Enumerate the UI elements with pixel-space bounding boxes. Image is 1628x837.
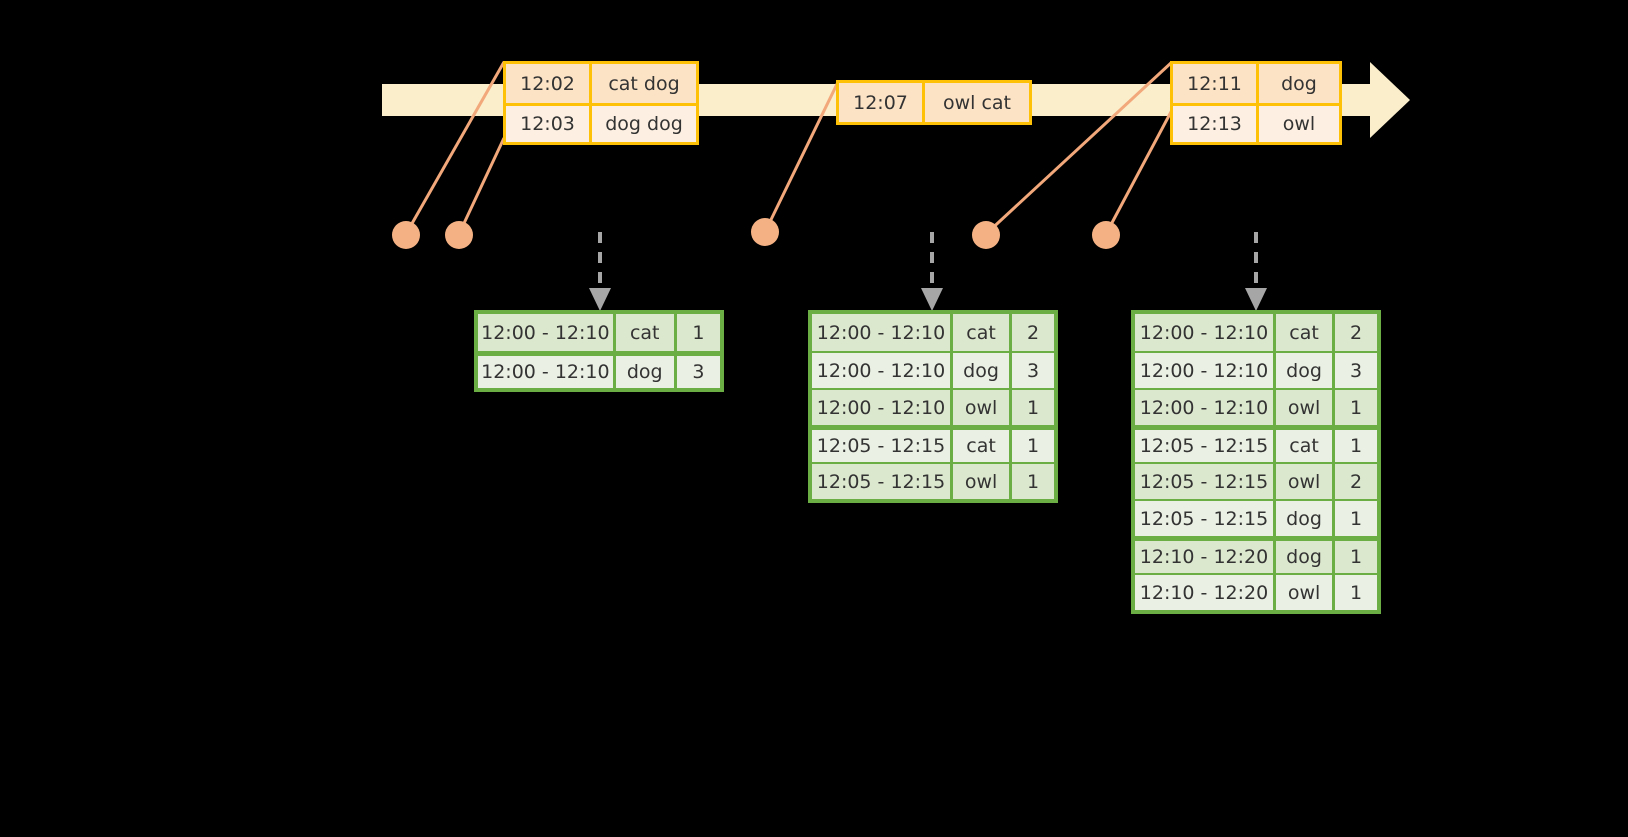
cell-word: dog	[616, 356, 677, 388]
table-row[interactable]: 12:00 - 12:10 owl 1	[1135, 388, 1377, 425]
table-row[interactable]: 12:00 - 12:10 dog 3	[812, 351, 1054, 388]
event-row[interactable]: 12:07 owl cat	[839, 83, 1029, 122]
cell-count: 3	[1350, 359, 1363, 382]
cell-word: cat	[1276, 314, 1336, 351]
event-words: dog dog	[605, 113, 683, 135]
flow-arrow-3	[1245, 232, 1267, 311]
table-row[interactable]: 12:00 - 12:10 cat 1	[478, 314, 720, 351]
flow-arrow-2	[921, 232, 943, 311]
cell-word: cat	[616, 314, 677, 351]
cell-count: 1	[1350, 546, 1363, 568]
table-row[interactable]: 12:00 - 12:10 cat 2	[812, 314, 1054, 351]
table-row[interactable]: 12:05 - 12:15 owl 2	[1135, 462, 1377, 499]
event-time: 12:07	[839, 83, 925, 122]
event-group-2[interactable]: 12:07 owl cat	[836, 80, 1032, 125]
table-row[interactable]: 12:10 - 12:20 dog 1	[1135, 536, 1377, 573]
cell-window: 12:00 - 12:10	[812, 314, 953, 351]
cell-word: dog	[1276, 353, 1336, 388]
cell-window: 12:10 - 12:20	[1135, 541, 1276, 573]
connector-dot-5	[1092, 221, 1120, 249]
cell-count: 2	[1027, 321, 1040, 344]
cell-window: 12:05 - 12:15	[812, 464, 953, 499]
event-row[interactable]: 12:13 owl	[1173, 103, 1339, 142]
table-row[interactable]: 12:10 - 12:20 owl 1	[1135, 573, 1377, 610]
table-row[interactable]: 12:05 - 12:15 owl 1	[812, 462, 1054, 499]
cell-word: owl	[1276, 575, 1336, 610]
connector-line-1	[404, 61, 506, 235]
connector-dot-2	[445, 221, 473, 249]
table-row[interactable]: 12:05 - 12:15 cat 1	[812, 425, 1054, 462]
cell-count: 1	[1027, 470, 1040, 493]
connector-dot-1	[392, 221, 420, 249]
cell-window: 12:00 - 12:10	[478, 314, 616, 351]
cell-count: 1	[1350, 435, 1363, 457]
event-words: dog	[1281, 72, 1317, 95]
cell-window: 12:00 - 12:10	[812, 353, 953, 388]
event-row[interactable]: 12:03 dog dog	[506, 103, 696, 142]
event-group-1[interactable]: 12:02 cat dog 12:03 dog dog	[503, 61, 699, 145]
connector-dot-4	[972, 221, 1000, 249]
cell-window: 12:10 - 12:20	[1135, 575, 1276, 610]
table-row[interactable]: 12:05 - 12:15 dog 1	[1135, 499, 1377, 536]
event-time: 12:11	[1173, 64, 1259, 103]
cell-window: 12:00 - 12:10	[478, 356, 616, 388]
event-row[interactable]: 12:11 dog	[1173, 64, 1339, 103]
cell-window: 12:05 - 12:15	[812, 430, 953, 462]
table-row[interactable]: 12:00 - 12:10 cat 2	[1135, 314, 1377, 351]
cell-word: owl	[1276, 390, 1336, 425]
cell-window: 12:05 - 12:15	[1135, 501, 1276, 536]
cell-window: 12:00 - 12:10	[1135, 390, 1276, 425]
cell-word: owl	[953, 464, 1013, 499]
cell-count: 2	[1350, 321, 1363, 344]
table-row[interactable]: 12:05 - 12:15 cat 1	[1135, 425, 1377, 462]
cell-word: cat	[953, 430, 1013, 462]
cell-window: 12:00 - 12:10	[1135, 314, 1276, 351]
cell-word: dog	[1276, 501, 1336, 536]
cell-word: dog	[953, 353, 1013, 388]
event-words: owl	[1282, 113, 1316, 135]
cell-word: dog	[1276, 541, 1336, 573]
cell-count: 3	[1027, 359, 1040, 382]
event-words: cat dog	[608, 72, 680, 95]
cell-count: 2	[1350, 470, 1363, 493]
cell-count: 1	[1027, 435, 1040, 457]
event-time: 12:13	[1173, 106, 1259, 142]
table-row[interactable]: 12:00 - 12:10 dog 3	[1135, 351, 1377, 388]
result-table-1[interactable]: 12:00 - 12:10 cat 1 12:00 - 12:10 dog 3	[474, 310, 724, 392]
cell-window: 12:00 - 12:10	[812, 390, 953, 425]
cell-count: 1	[1350, 396, 1363, 419]
cell-word: cat	[953, 314, 1013, 351]
result-table-3[interactable]: 12:00 - 12:10 cat 2 12:00 - 12:10 dog 3 …	[1131, 310, 1381, 614]
cell-count: 1	[1350, 581, 1363, 604]
flow-arrow-1	[589, 232, 611, 311]
cell-count: 3	[692, 361, 705, 383]
table-row[interactable]: 12:00 - 12:10 owl 1	[812, 388, 1054, 425]
connector-dot-3	[751, 218, 779, 246]
result-table-2[interactable]: 12:00 - 12:10 cat 2 12:00 - 12:10 dog 3 …	[808, 310, 1058, 503]
event-time: 12:03	[506, 106, 592, 142]
event-words: owl cat	[942, 91, 1012, 114]
cell-count: 1	[1350, 507, 1363, 530]
cell-count: 1	[692, 321, 705, 344]
timeline-arrowhead	[1370, 62, 1410, 138]
event-group-3[interactable]: 12:11 dog 12:13 owl	[1170, 61, 1342, 145]
connector-line-5	[1104, 109, 1174, 235]
event-time: 12:02	[506, 64, 592, 103]
connector-line-2	[457, 137, 506, 235]
cell-word: owl	[953, 390, 1013, 425]
cell-count: 1	[1027, 396, 1040, 419]
cell-window: 12:05 - 12:15	[1135, 464, 1276, 499]
cell-window: 12:05 - 12:15	[1135, 430, 1276, 462]
connector-line-3	[763, 81, 840, 233]
cell-word: owl	[1276, 464, 1336, 499]
event-row[interactable]: 12:02 cat dog	[506, 64, 696, 103]
cell-word: cat	[1276, 430, 1336, 462]
table-row[interactable]: 12:00 - 12:10 dog 3	[478, 351, 720, 388]
cell-window: 12:00 - 12:10	[1135, 353, 1276, 388]
